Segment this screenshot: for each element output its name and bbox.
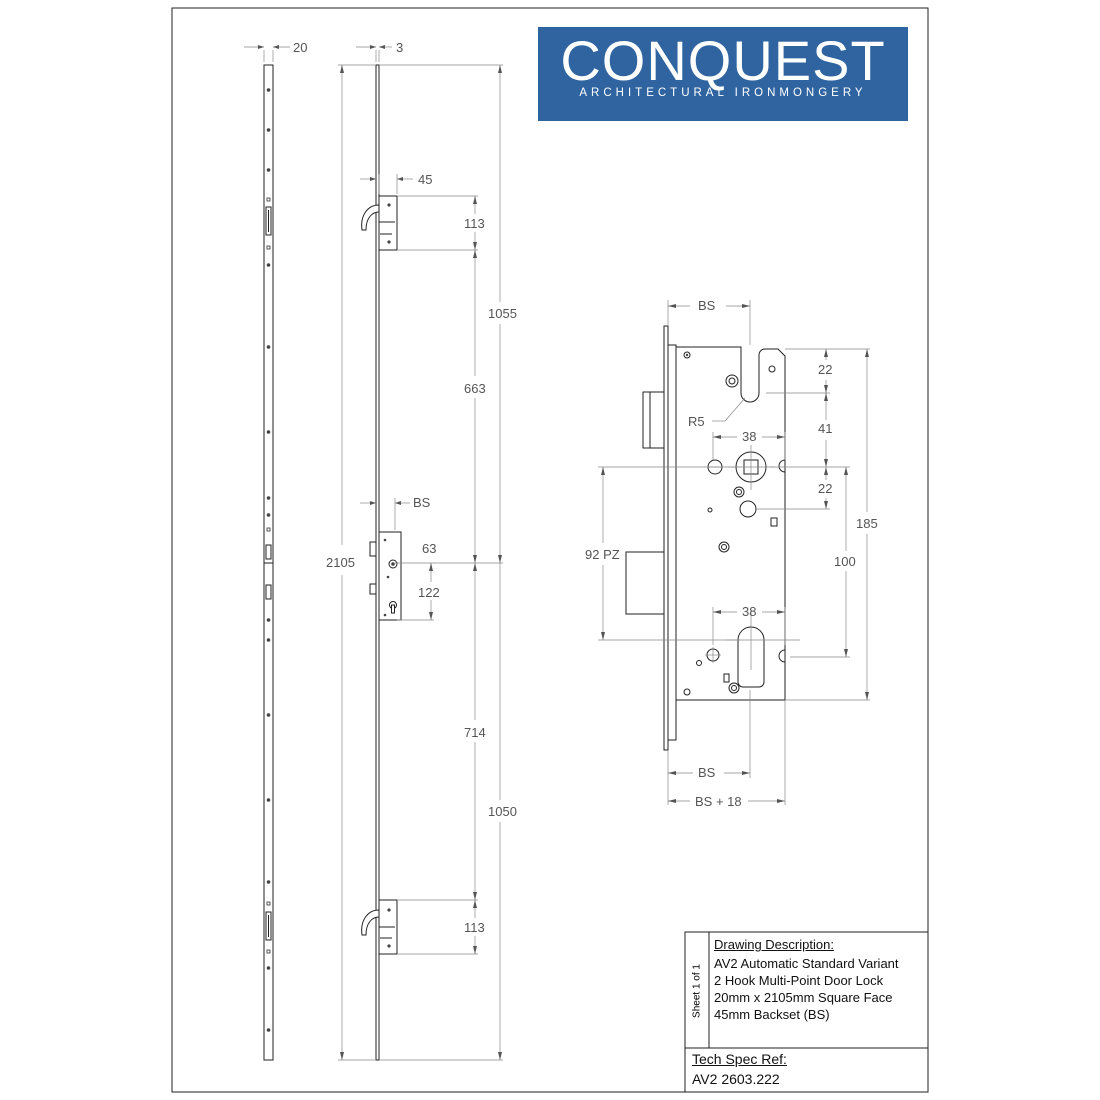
sheet-number-text: Sheet 1 of 1 bbox=[691, 964, 703, 1018]
dim-detail-spindle-width: 38 bbox=[742, 429, 756, 444]
dim-centre-offset: 63 bbox=[422, 541, 436, 556]
sheet-number: Sheet 1 of 1 bbox=[686, 935, 708, 1047]
description-line: 2 Hook Multi-Point Door Lock bbox=[714, 973, 884, 988]
dim-bottom-hook-height: 113 bbox=[464, 920, 485, 935]
dim-detail-bs-bottom: BS bbox=[698, 765, 716, 780]
dim-centre-case: 122 bbox=[418, 585, 440, 600]
dim-detail-radius: R5 bbox=[688, 414, 705, 429]
title-block-frame bbox=[684, 931, 929, 1093]
dim-lower-inner: 714 bbox=[464, 725, 486, 740]
dim-top-hook-offset: 45 bbox=[418, 172, 432, 187]
description-line: 20mm x 2105mm Square Face bbox=[714, 990, 893, 1005]
dim-detail-pz: 92 PZ bbox=[585, 547, 620, 562]
dim-detail-bs-top: BS bbox=[698, 298, 716, 313]
dim-detail-latch-offset: 22 bbox=[818, 481, 832, 496]
dim-detail-spindle-gap: 41 bbox=[818, 421, 832, 436]
lock-case-detail: BS 22 R5 41 38 22 bbox=[585, 298, 878, 809]
dim-detail-bs-plus: BS + 18 bbox=[695, 794, 742, 809]
face-plate-view: 20 bbox=[244, 40, 307, 1061]
brand-tagline: ARCHITECTURAL IRONMONGERY bbox=[579, 87, 867, 99]
dim-detail-hundred: 100 bbox=[834, 554, 856, 569]
dim-upper-span: 1055 bbox=[488, 306, 517, 321]
tech-spec-heading: Tech Spec Ref: bbox=[692, 1051, 787, 1067]
dim-lower-span: 1050 bbox=[488, 804, 517, 819]
dim-detail-cyl-width: 38 bbox=[742, 604, 756, 619]
dim-detail-top-slot: 22 bbox=[818, 362, 832, 377]
side-view: 3 2105 45 113 1 bbox=[326, 40, 517, 1061]
dim-face-thickness: 3 bbox=[396, 40, 403, 55]
description-heading: Drawing Description: bbox=[714, 937, 834, 952]
dim-backset: BS bbox=[413, 495, 431, 510]
dim-detail-case-height: 185 bbox=[856, 516, 878, 531]
tech-spec-ref: AV2 2603.222 bbox=[692, 1071, 780, 1087]
description-line: 45mm Backset (BS) bbox=[714, 1007, 830, 1022]
dim-face-width: 20 bbox=[293, 40, 307, 55]
dim-upper-inner: 663 bbox=[464, 381, 486, 396]
dim-top-hook-height: 113 bbox=[464, 216, 485, 231]
description-line: AV2 Automatic Standard Variant bbox=[714, 956, 899, 971]
drawing-border bbox=[171, 7, 929, 1093]
brand-name: CONQUEST bbox=[560, 29, 886, 92]
brand-logo: CONQUEST ARCHITECTURAL IRONMONGERY bbox=[538, 27, 908, 121]
dim-overall-length: 2105 bbox=[326, 555, 355, 570]
